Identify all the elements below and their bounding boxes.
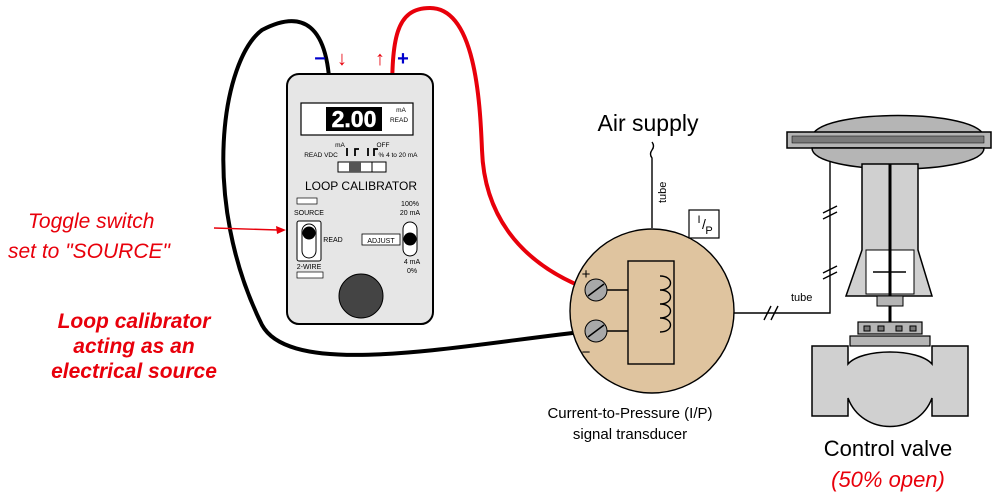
source-read-toggle-switch[interactable] [296, 220, 322, 262]
display-mode: READ [390, 117, 408, 124]
ip-tag: I / P [688, 209, 720, 239]
negative-screw-terminal[interactable] [584, 319, 608, 343]
actuator-flange-bolts [791, 135, 985, 144]
display-value: 2.00 [332, 106, 377, 132]
display-unit: mA [396, 107, 406, 114]
source-annotation-line1: Loop calibrator [58, 310, 213, 333]
toggle-switch-plate-top [296, 197, 318, 205]
air-tube-label: tube [657, 182, 669, 203]
loop-calibrator: 2.00 mA READ mA OFF READ VDC % 4 to 20 m… [286, 48, 434, 325]
range-low-ma: 4 mA [404, 259, 421, 266]
calibrator-dial-knob[interactable] [338, 273, 384, 319]
black-test-lead [221, 19, 591, 357]
range-high-percent: 100% [401, 201, 419, 208]
current-out-arrow: ↑ [375, 48, 385, 70]
current-in-arrow: ↓ [337, 48, 347, 70]
coil [659, 275, 672, 333]
control-valve-label: Control valve [824, 436, 952, 461]
positive-screw-terminal[interactable] [584, 278, 608, 302]
calibrator-title: LOOP CALIBRATOR [305, 179, 417, 193]
mode-selector-switch[interactable] [337, 161, 387, 173]
source-label: SOURCE [294, 210, 324, 217]
negative-terminal-sign: − [314, 48, 326, 70]
toggle-annotation-line2: set to "SOURCE" [8, 240, 171, 263]
control-valve [786, 114, 992, 428]
transducer-caption-line2: signal transducer [573, 426, 687, 443]
tube-hash-marks [763, 205, 838, 321]
adjust-switch[interactable] [402, 221, 418, 257]
transducer-minus-sign: − [582, 344, 591, 361]
air-supply-label: Air supply [598, 110, 699, 136]
ip-tag-slash: / [702, 216, 706, 232]
source-annotation-line3: electrical source [51, 360, 217, 383]
ip-transducer: + − [569, 228, 735, 394]
control-valve-state: (50% open) [831, 467, 945, 492]
read-label: READ [323, 237, 342, 244]
toggle-switch-plate-bottom [296, 271, 324, 279]
toggle-annotation-arrowhead [276, 226, 286, 234]
mode-read-vdc-label: READ VDC [304, 152, 338, 159]
transducer-caption-line1: Current-to-Pressure (I/P) [547, 405, 712, 422]
mode-selector-marks [346, 148, 378, 156]
two-wire-label: 2-WIRE [297, 264, 322, 271]
output-tube [732, 158, 831, 314]
mode-off-label: OFF [377, 142, 390, 149]
transducer-plus-sign: + [582, 266, 591, 283]
range-low-percent: 0% [407, 268, 417, 275]
toggle-annotation-line1: Toggle switch [28, 210, 154, 233]
mode-range-label: % 4 to 20 mA [378, 152, 418, 159]
positive-terminal-sign: + [397, 48, 409, 70]
valve-tube-label: tube [791, 292, 812, 304]
toggle-annotation-arrow [213, 227, 279, 231]
ip-tag-p: P [705, 225, 712, 237]
valve-bonnet-flange [857, 321, 923, 335]
air-supply-tube [649, 141, 655, 228]
mode-ma-label: mA [335, 142, 345, 149]
red-test-lead [390, 5, 591, 292]
adjust-label: ADJUST [367, 238, 395, 245]
valve-body [811, 345, 969, 428]
ip-tag-i: I [697, 214, 700, 226]
coil-box [627, 260, 675, 365]
source-annotation-line2: acting as an [73, 335, 194, 358]
range-high-ma: 20 mA [400, 210, 421, 217]
